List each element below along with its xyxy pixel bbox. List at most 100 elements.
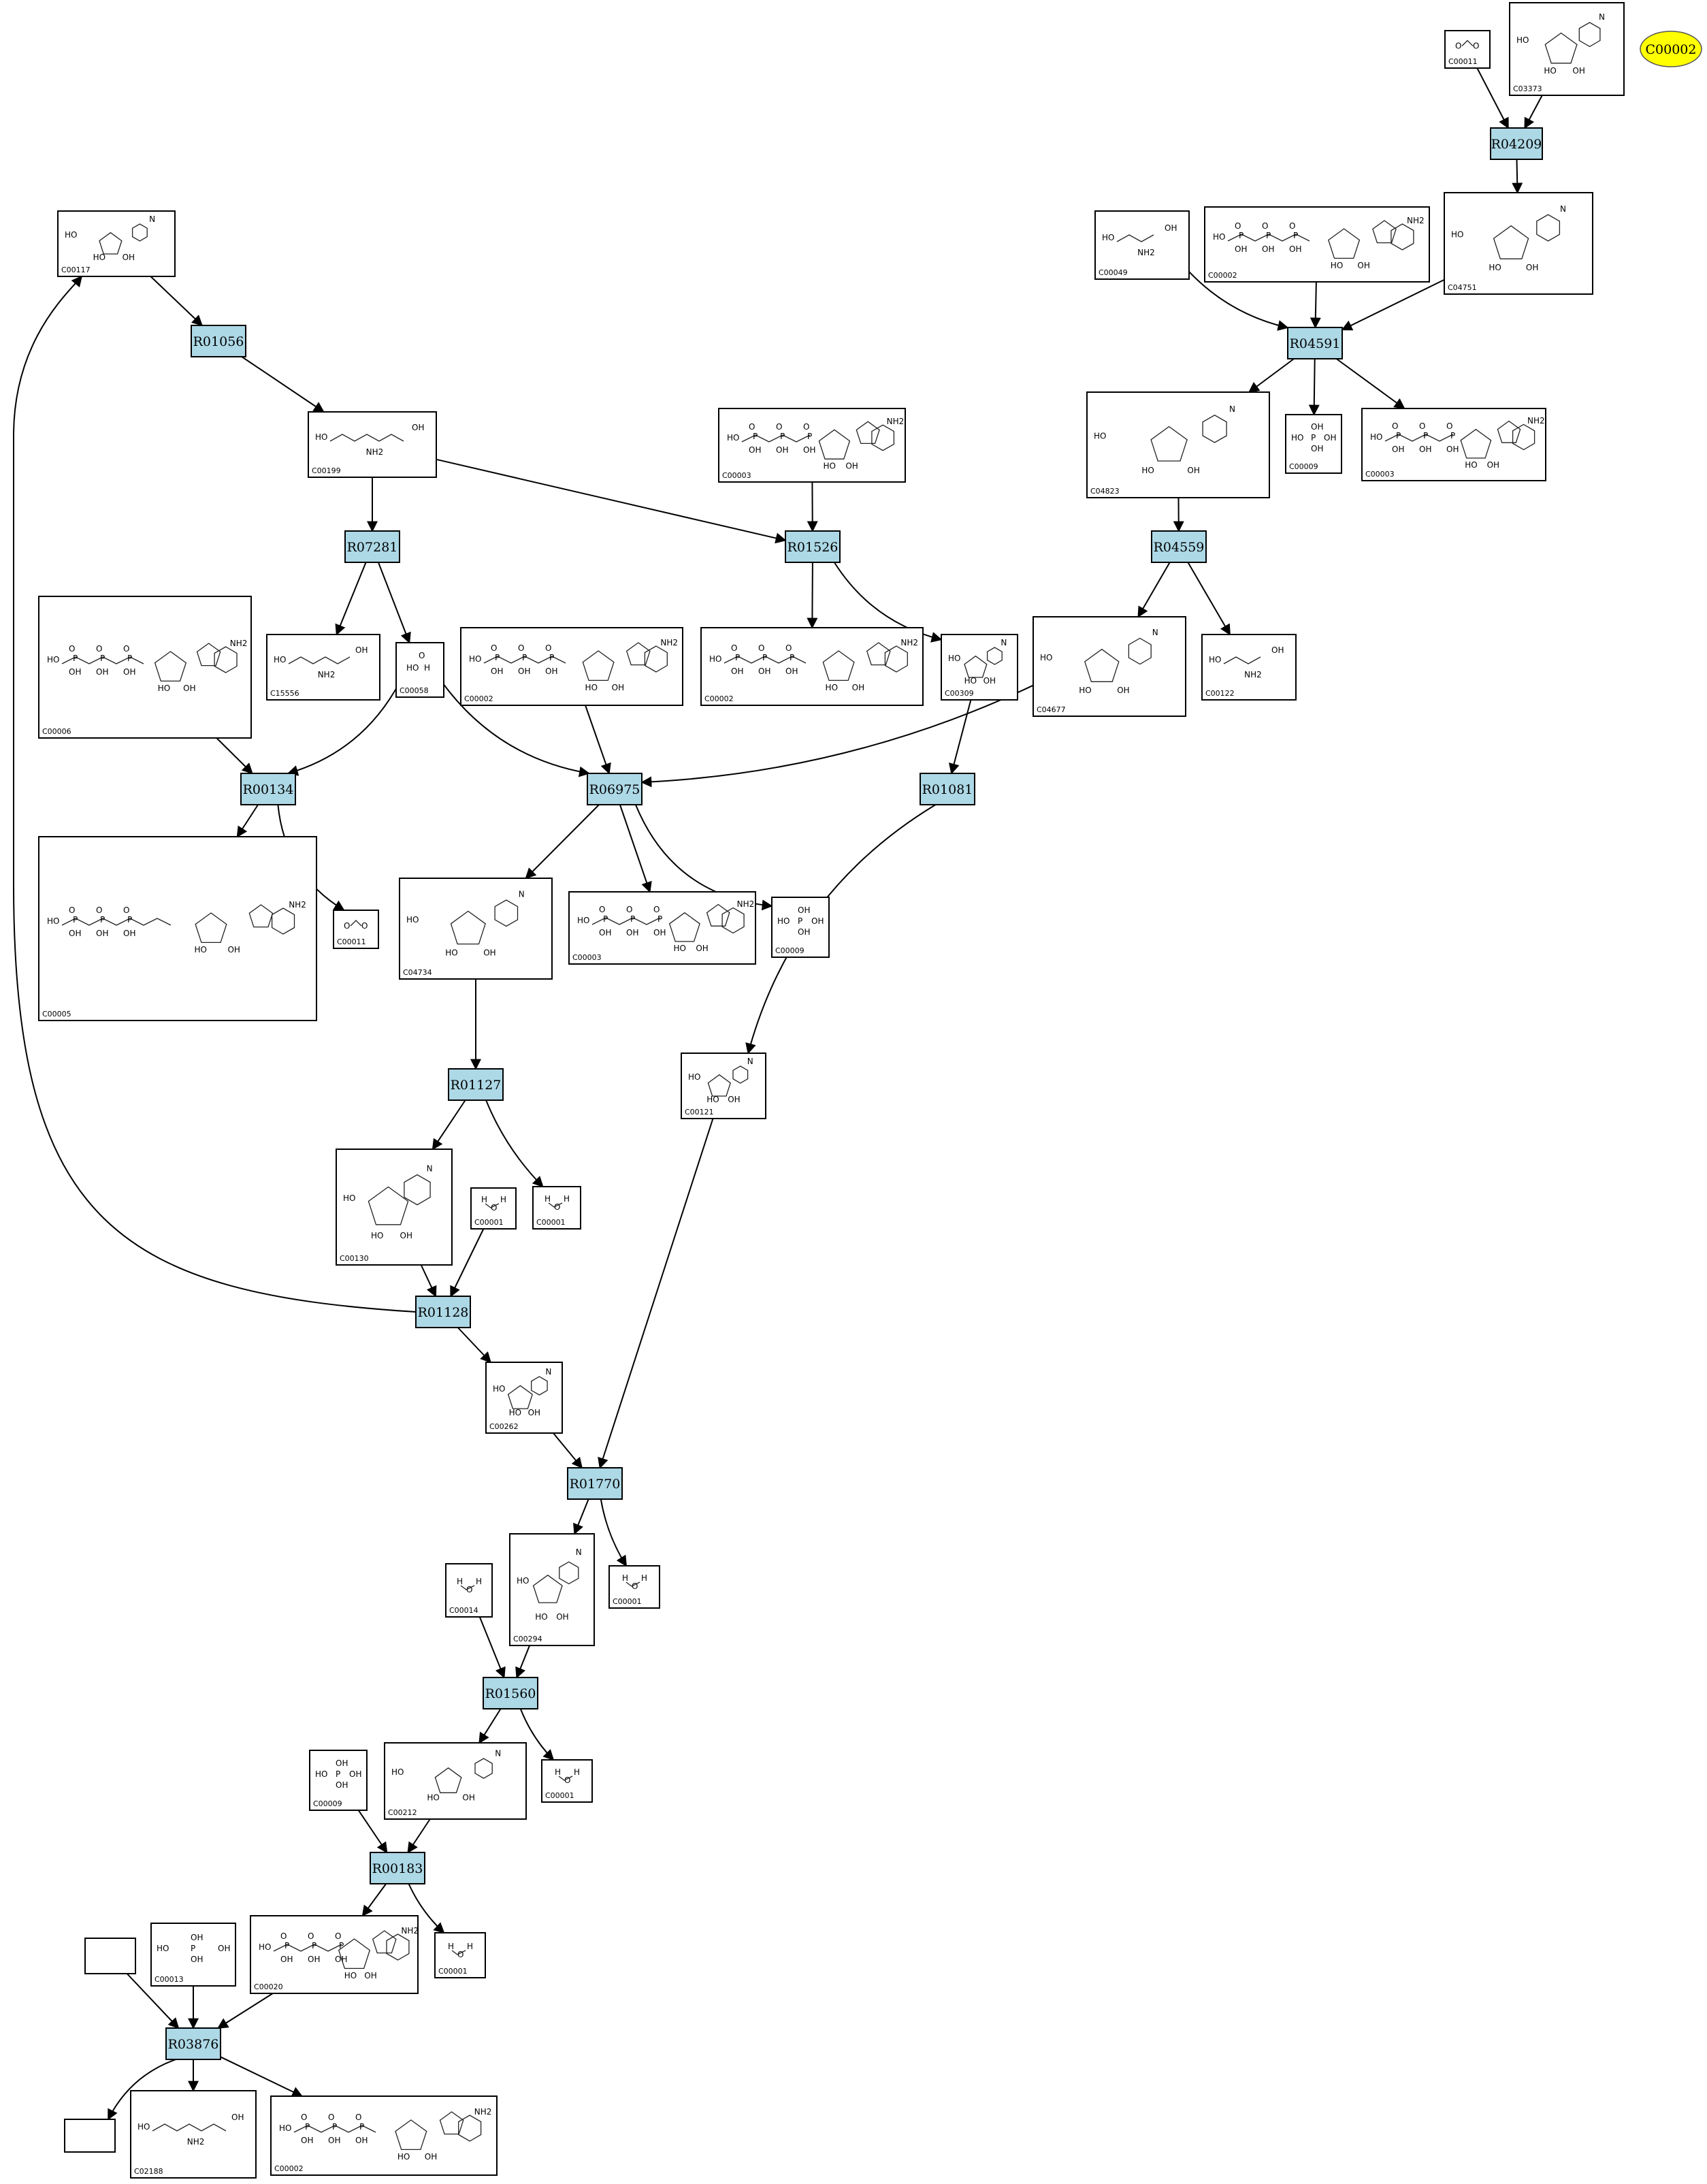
reaction-node[interactable]: R00134 bbox=[240, 773, 296, 805]
bond bbox=[1461, 39, 1474, 46]
reaction-node[interactable]: R01770 bbox=[567, 1467, 623, 1500]
compound-node[interactable] bbox=[84, 1938, 136, 1974]
reaction-node[interactable]: R04559 bbox=[1151, 530, 1207, 563]
compound-id-label: C00199 bbox=[312, 466, 341, 475]
reaction-node[interactable]: R06975 bbox=[587, 773, 643, 805]
ring-bond bbox=[644, 645, 668, 673]
compound-node[interactable] bbox=[64, 2119, 116, 2153]
compound-id-label: C00121 bbox=[685, 1108, 714, 1117]
reaction-box bbox=[1287, 327, 1343, 359]
atom-label: O bbox=[1392, 421, 1398, 431]
ring-bond bbox=[1084, 648, 1120, 682]
atom-label: P bbox=[522, 653, 527, 662]
ring-bond bbox=[248, 904, 274, 928]
reaction-node[interactable]: R01526 bbox=[785, 530, 841, 563]
reaction-box bbox=[344, 530, 400, 563]
compound-id-label: C00002 bbox=[1208, 271, 1237, 280]
reaction-node[interactable]: R01081 bbox=[920, 773, 975, 805]
edge-arrow bbox=[126, 1973, 180, 2029]
atom-label: O bbox=[96, 644, 102, 654]
atom-label: OH bbox=[1526, 263, 1538, 272]
edge-arrow bbox=[457, 1327, 491, 1364]
reaction-node[interactable]: R01560 bbox=[483, 1677, 538, 1709]
atom-label: P bbox=[127, 654, 132, 663]
reaction-node[interactable]: R07281 bbox=[344, 530, 400, 563]
compound-box bbox=[1509, 2, 1625, 96]
atom-label: P bbox=[1311, 433, 1316, 443]
ring-bond bbox=[964, 655, 988, 678]
edge-arrow bbox=[478, 1708, 502, 1744]
reaction-node[interactable]: R01128 bbox=[415, 1296, 471, 1328]
ring-bond bbox=[1150, 425, 1188, 462]
reaction-node[interactable]: R01127 bbox=[448, 1068, 504, 1101]
chain-bond bbox=[288, 656, 351, 664]
atom-label: OH bbox=[335, 1955, 347, 1964]
atom-label: P bbox=[73, 654, 78, 663]
atom-label: HO bbox=[194, 945, 206, 954]
atom-label: O bbox=[545, 643, 551, 653]
atom-label: HO bbox=[1465, 460, 1477, 470]
ring-bond bbox=[404, 1174, 431, 1206]
atom-label: O bbox=[599, 905, 605, 914]
reaction-node[interactable]: R00183 bbox=[370, 1852, 425, 1884]
reaction-node[interactable]: R01056 bbox=[191, 325, 246, 357]
edges-layer bbox=[13, 67, 1543, 2121]
compound-box bbox=[1033, 616, 1186, 717]
atom-label: P bbox=[305, 2122, 310, 2132]
reaction-node[interactable]: R04591 bbox=[1287, 327, 1343, 359]
chain-bond bbox=[61, 656, 144, 664]
ring-bond bbox=[1544, 32, 1578, 64]
ring-bond bbox=[822, 650, 855, 681]
compound-id-label: C00002 bbox=[464, 694, 493, 703]
reaction-node[interactable]: R03876 bbox=[165, 2027, 221, 2060]
atom-label: HO bbox=[47, 655, 59, 664]
compound-id-label: C00117 bbox=[61, 266, 91, 274]
reaction-node[interactable]: R04209 bbox=[1490, 127, 1543, 160]
atom-label: P bbox=[312, 1941, 316, 1950]
atom-label: O bbox=[1289, 221, 1295, 231]
atom-label: N bbox=[747, 1057, 753, 1066]
atom-label: HO bbox=[1489, 263, 1501, 272]
highlighted-compound-node[interactable] bbox=[1640, 31, 1702, 67]
